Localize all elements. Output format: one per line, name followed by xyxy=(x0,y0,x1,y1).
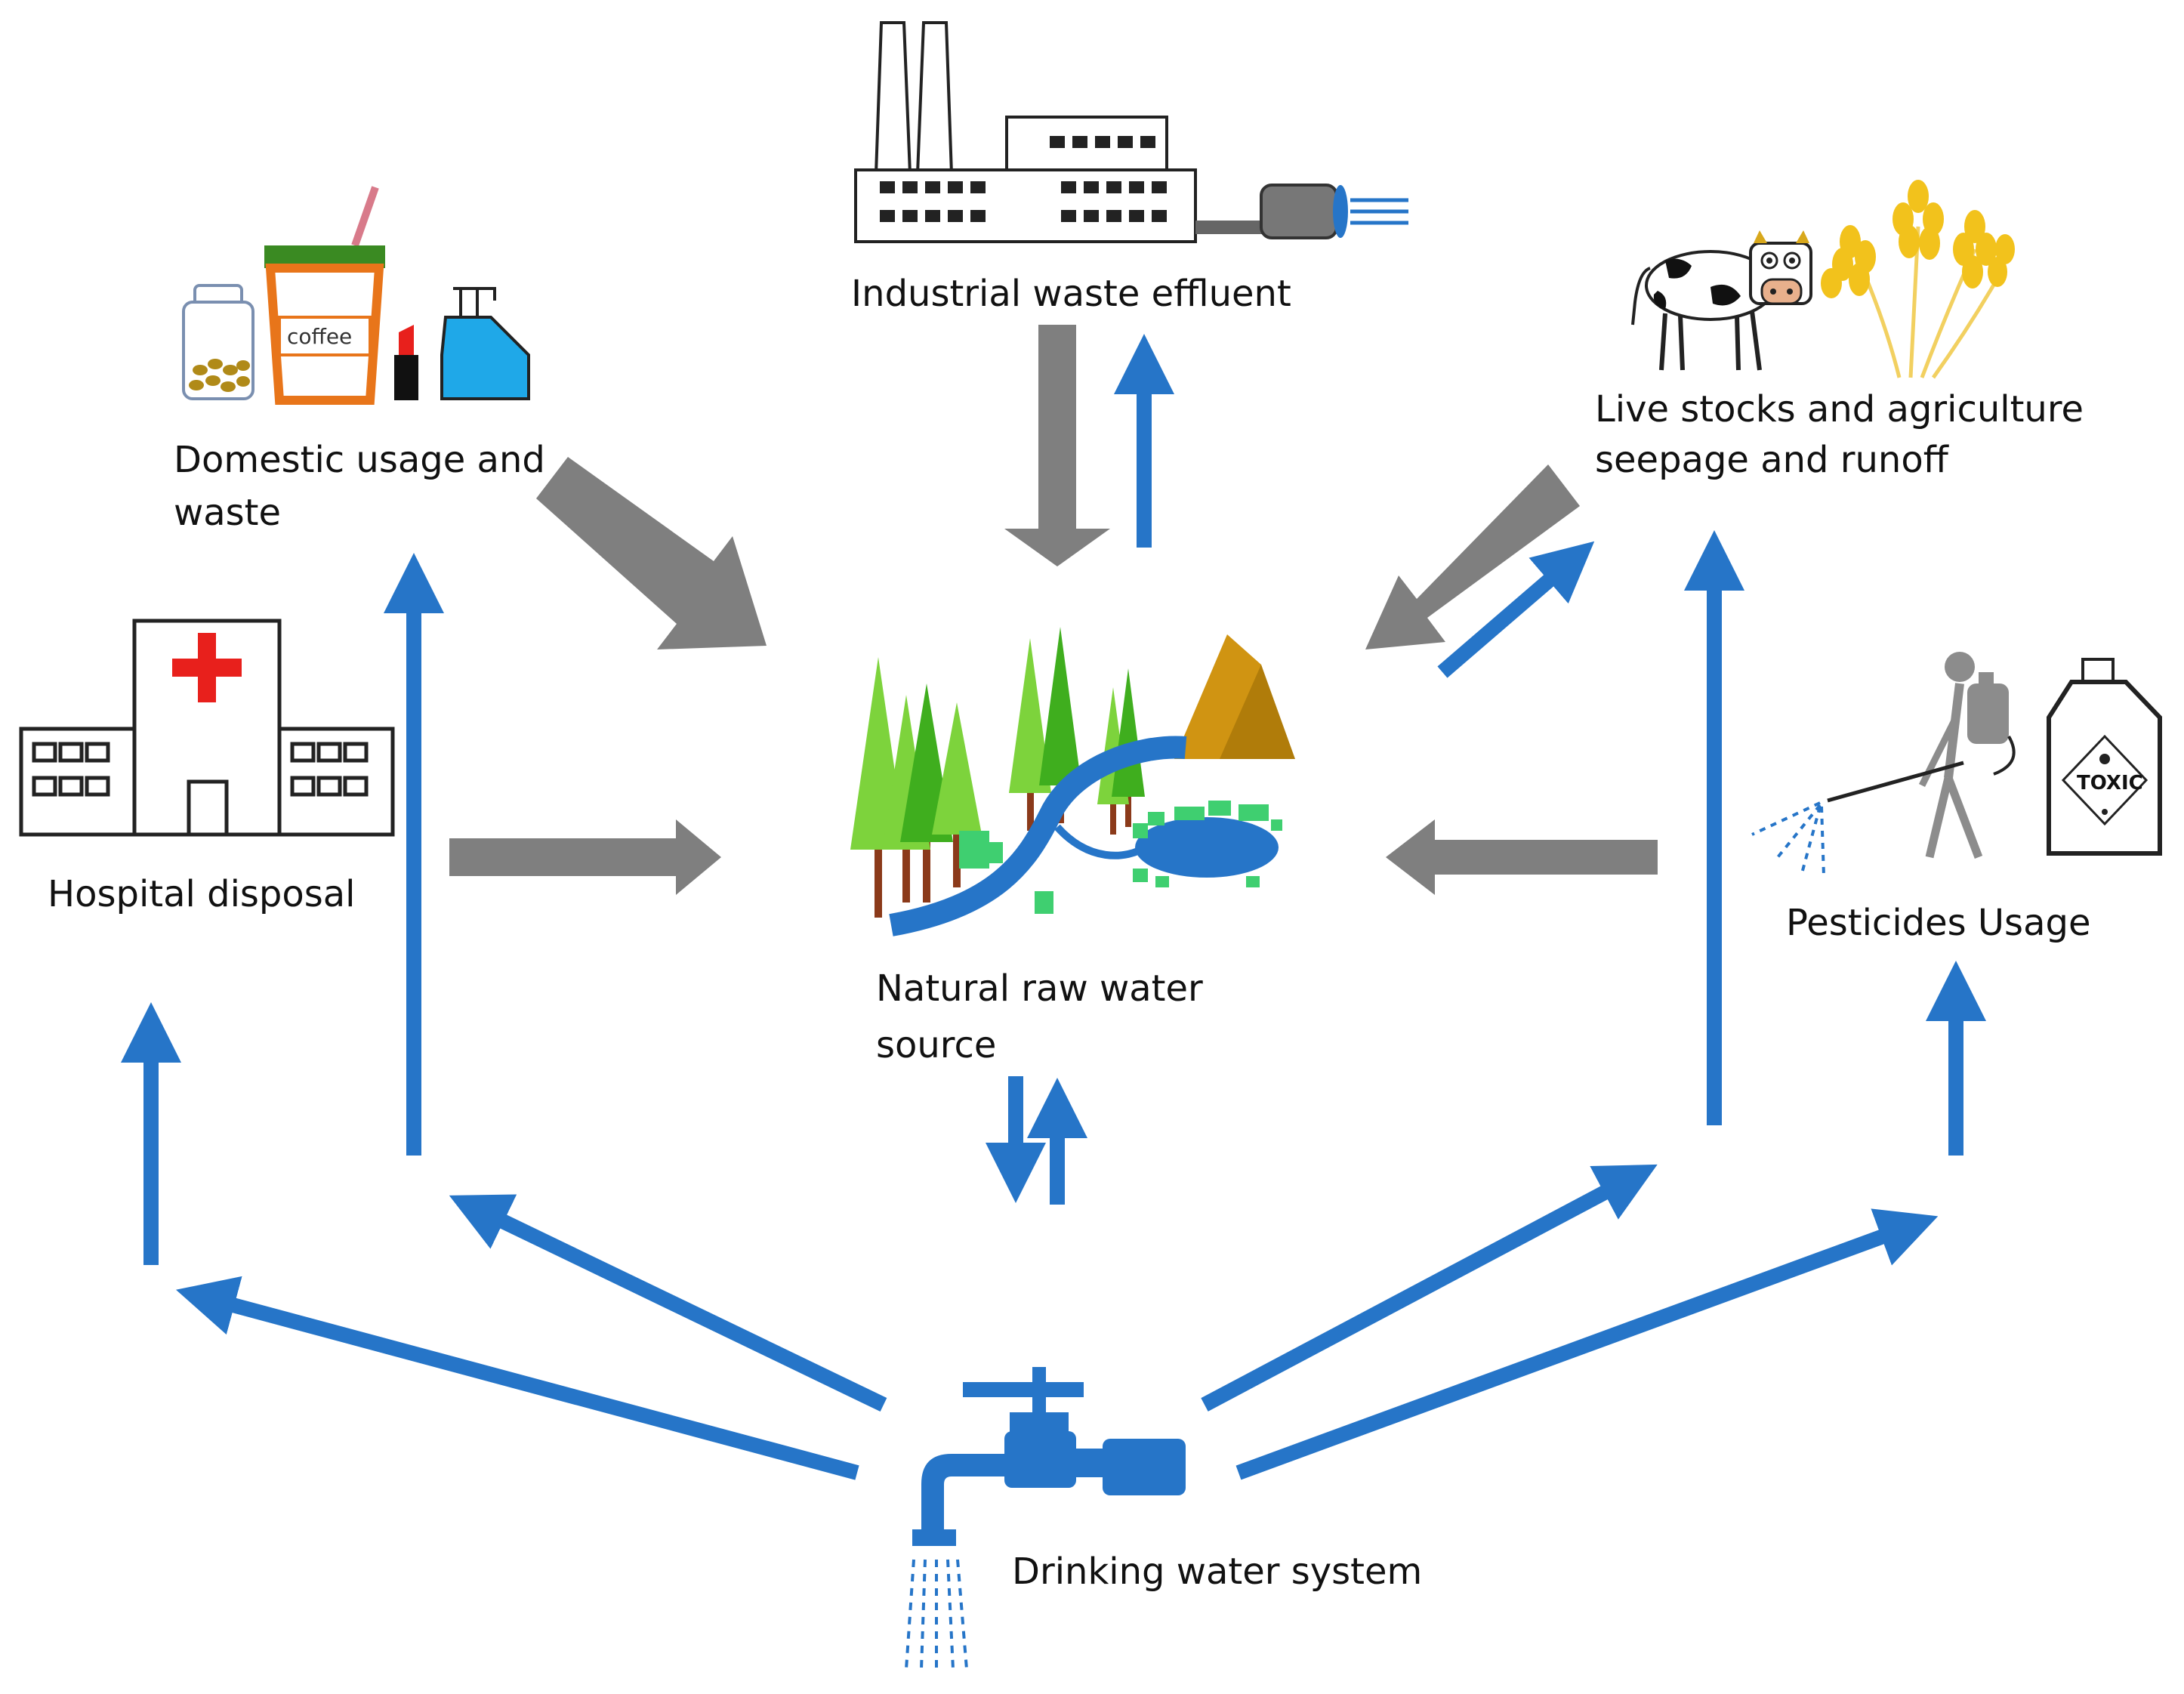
arrow-domestic-to-source xyxy=(536,457,767,650)
supply-arrows xyxy=(121,333,1986,1480)
pollution-arrows xyxy=(449,325,1658,895)
arrow-hospital-to-source xyxy=(449,819,721,895)
coffee-cup-text: coffee xyxy=(287,324,352,349)
toxic-bottle-icon: TOXIC xyxy=(2047,658,2162,856)
factory-icon xyxy=(854,21,1408,243)
industrial-label: Industrial waste effluent xyxy=(851,273,1291,315)
soap-dispenser-icon xyxy=(440,287,530,400)
cow-icon xyxy=(1631,230,1812,371)
arrow-drinking-to-livestock xyxy=(1201,1164,1658,1412)
hospital-icon xyxy=(19,619,395,837)
arrow-pesticides-to-source xyxy=(1386,819,1658,895)
arrow-drinking-to-pesticides xyxy=(1235,1208,1939,1480)
domestic-label-line2: waste xyxy=(174,492,281,534)
hospital-label: Hospital disposal xyxy=(48,873,356,915)
water-source-label-line1: Natural raw water xyxy=(876,967,1203,1010)
lipstick-icon xyxy=(394,325,418,400)
landscape-icon xyxy=(850,627,1295,936)
arrow-drinking-to-domestic xyxy=(449,1194,887,1412)
arrow-drinking-to-hospital xyxy=(175,1276,859,1480)
domestic-label-line1: Domestic usage and xyxy=(174,439,545,481)
toxic-bottle-text: TOXIC xyxy=(2077,772,2143,795)
livestock-label-line1: Live stocks and agriculture xyxy=(1595,388,2084,430)
arrow-livestock-to-source xyxy=(1365,464,1580,650)
faucet-icon xyxy=(905,1367,1186,1670)
livestock-label-line2: seepage and runoff xyxy=(1595,439,1949,481)
wheat-icon xyxy=(1821,180,2015,379)
pesticides-label: Pesticides Usage xyxy=(1786,902,2090,944)
arrow-to-livestock-diag xyxy=(1437,541,1595,678)
water-source-label-line2: source xyxy=(876,1024,996,1066)
coffee-cup-icon: coffee xyxy=(264,186,385,405)
arrow-industrial-to-source xyxy=(1004,325,1110,566)
jar-icon xyxy=(182,284,254,400)
sprayer-person-icon xyxy=(1751,652,2016,877)
drinking-label: Drinking water system xyxy=(1012,1551,1422,1593)
